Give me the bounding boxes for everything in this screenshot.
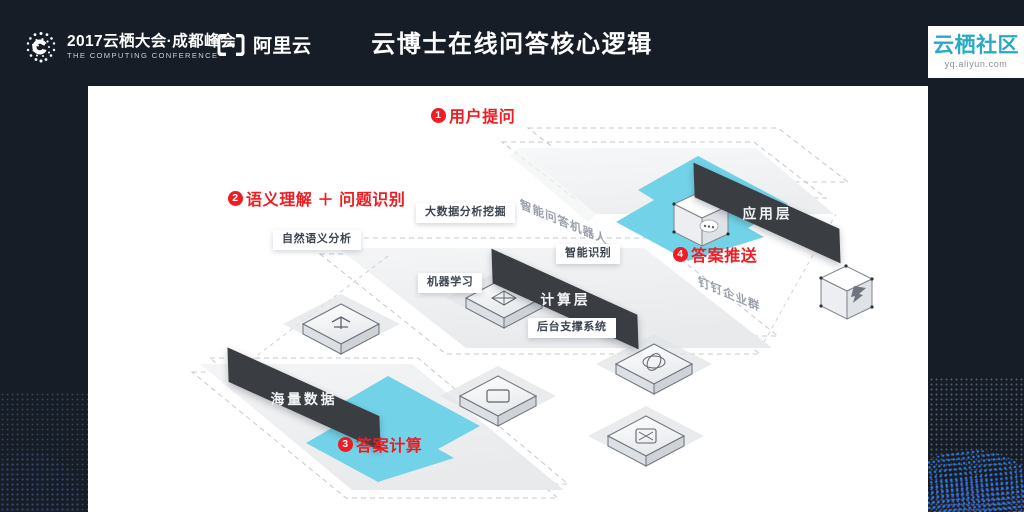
slide-header: 2017云栖大会·成都峰会 THE COMPUTING CONFERENCE 阿…	[0, 0, 1024, 86]
annotation-1-label: 用户提问	[449, 109, 516, 126]
yunqi-watermark: 云栖社区 yq.aliyun.com	[928, 26, 1024, 78]
annotation-3-number: 3	[338, 436, 353, 452]
cube-backend	[588, 406, 704, 467]
conference-logo: 2017云栖大会·成都峰会 THE COMPUTING CONFERENCE	[24, 30, 236, 64]
aliyun-logo: 阿里云	[216, 31, 312, 58]
card-label-recognition: 智能识别	[556, 244, 621, 264]
annotation-3-label: 答案计算	[356, 438, 423, 455]
card-label-nlp: 自然语义分析	[273, 230, 361, 250]
annotation-2-number: 2	[228, 190, 243, 206]
yunqi-url: yq.aliyun.com	[944, 59, 1008, 69]
annotation-4-label: 答案推送	[691, 248, 758, 265]
isometric-stage: 应用层 计算层 海量数据 智能问答机器人 钉钉企业群 自然语义分析 大数据分析挖…	[88, 86, 928, 512]
annotation-4-number: 4	[673, 246, 688, 262]
conference-name-cn: 2017云栖大会·成都峰会	[67, 32, 236, 50]
conference-name-en: THE COMPUTING CONFERENCE	[67, 51, 219, 61]
cube-ml	[440, 366, 556, 427]
card-label-bigdata: 大数据分析挖掘	[416, 203, 516, 223]
annotation-4: 4 答案推送	[673, 242, 757, 266]
cube-nlp	[283, 294, 400, 355]
yunqi-name: 云栖社区	[933, 34, 1019, 57]
isometric-artwork	[190, 127, 874, 499]
aliyun-bracket-icon	[216, 33, 246, 56]
card-label-ml: 机器学习	[418, 273, 483, 293]
card-label-backend: 后台支撑系统	[528, 318, 616, 338]
page-title: 云博士在线问答核心逻辑	[371, 31, 653, 58]
annotation-1: 1 用户提问	[431, 103, 515, 127]
cube-recognition	[596, 334, 712, 395]
device-dingtalk-glyph	[819, 264, 874, 320]
annotation-1-number: 1	[431, 107, 446, 123]
layer-label-application: 应用层	[741, 204, 793, 222]
aliyun-brand-text: 阿里云	[253, 36, 312, 57]
globe-dots-icon	[24, 30, 58, 64]
layer-label-data: 海量数据	[270, 390, 338, 408]
device-robot-glyph	[672, 190, 730, 247]
annotation-2-label: 语义理解 ＋ 问题识别	[246, 192, 406, 209]
annotation-2: 2 语义理解 ＋ 问题识别	[228, 186, 406, 210]
diagram-canvas: 应用层 计算层 海量数据 智能问答机器人 钉钉企业群 自然语义分析 大数据分析挖…	[88, 86, 928, 512]
annotation-3: 3 答案计算	[338, 432, 422, 456]
layer-label-compute: 计算层	[539, 290, 591, 308]
